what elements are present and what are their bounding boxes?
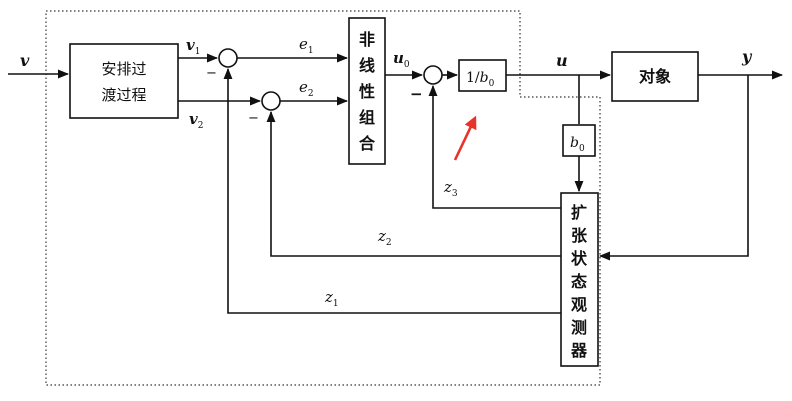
observer-char-1: 扩 xyxy=(571,203,587,222)
transition-label-line2: 渡过程 xyxy=(101,86,146,104)
transition-process-block: 安排过 渡过程 xyxy=(69,43,179,119)
controller-boundary xyxy=(45,10,601,386)
label-z1: z1 xyxy=(324,288,339,309)
minus-sign-junction-3: − xyxy=(410,85,423,103)
summing-junction-3 xyxy=(423,65,443,85)
nonlinear-char-3: 性 xyxy=(359,82,375,101)
observer-char-2: 张 xyxy=(571,226,588,245)
label-e1: e1 xyxy=(299,35,314,56)
nonlinear-char-1: 非 xyxy=(359,30,375,49)
label-u: u xyxy=(556,51,568,70)
observer-char-6: 测 xyxy=(571,318,587,337)
summing-junction-1 xyxy=(218,48,238,68)
label-v: v xyxy=(20,51,30,70)
nonlinear-char-2: 线 xyxy=(359,56,375,75)
label-z3: z3 xyxy=(443,178,458,199)
label-e2: e2 xyxy=(299,78,314,99)
label-u0: u0 xyxy=(393,49,410,70)
minus-sign-junction-1: − xyxy=(206,66,217,81)
label-y: y xyxy=(741,47,753,66)
transition-label-line1: 安排过 xyxy=(101,60,146,78)
label-v1: v1 xyxy=(186,36,200,57)
nonlinear-char-4: 组 xyxy=(359,108,375,127)
observer-char-3: 状 xyxy=(571,249,588,268)
z3-feedback-line xyxy=(428,84,561,209)
plant-label: 对象 xyxy=(639,67,671,86)
label-z2: z2 xyxy=(377,227,392,248)
b0-gain-label: b0 xyxy=(570,135,585,154)
label-v2: v2 xyxy=(189,110,203,131)
inverse-gain-label: 1/b0 xyxy=(466,70,495,89)
y-feedback-line xyxy=(598,75,749,261)
z1-feedback-line xyxy=(223,67,561,314)
red-annotation-arrow xyxy=(453,115,477,161)
nonlinear-char-5: 合 xyxy=(359,134,376,153)
plant-block: 对象 xyxy=(611,51,699,102)
z2-feedback-line xyxy=(266,110,561,257)
minus-sign-junction-2: − xyxy=(248,111,259,126)
nonlinear-combination-block: 非 线 性 组 合 xyxy=(348,17,386,165)
inverse-gain-block: 1/b0 xyxy=(458,59,507,92)
b0-gain-block: b0 xyxy=(562,124,596,157)
summing-junction-2 xyxy=(261,91,281,111)
extended-state-observer-block: 扩 张 状 态 观 测 器 xyxy=(560,192,599,367)
observer-char-4: 态 xyxy=(571,272,587,291)
observer-char-7: 器 xyxy=(570,341,588,360)
observer-char-5: 观 xyxy=(571,295,587,314)
